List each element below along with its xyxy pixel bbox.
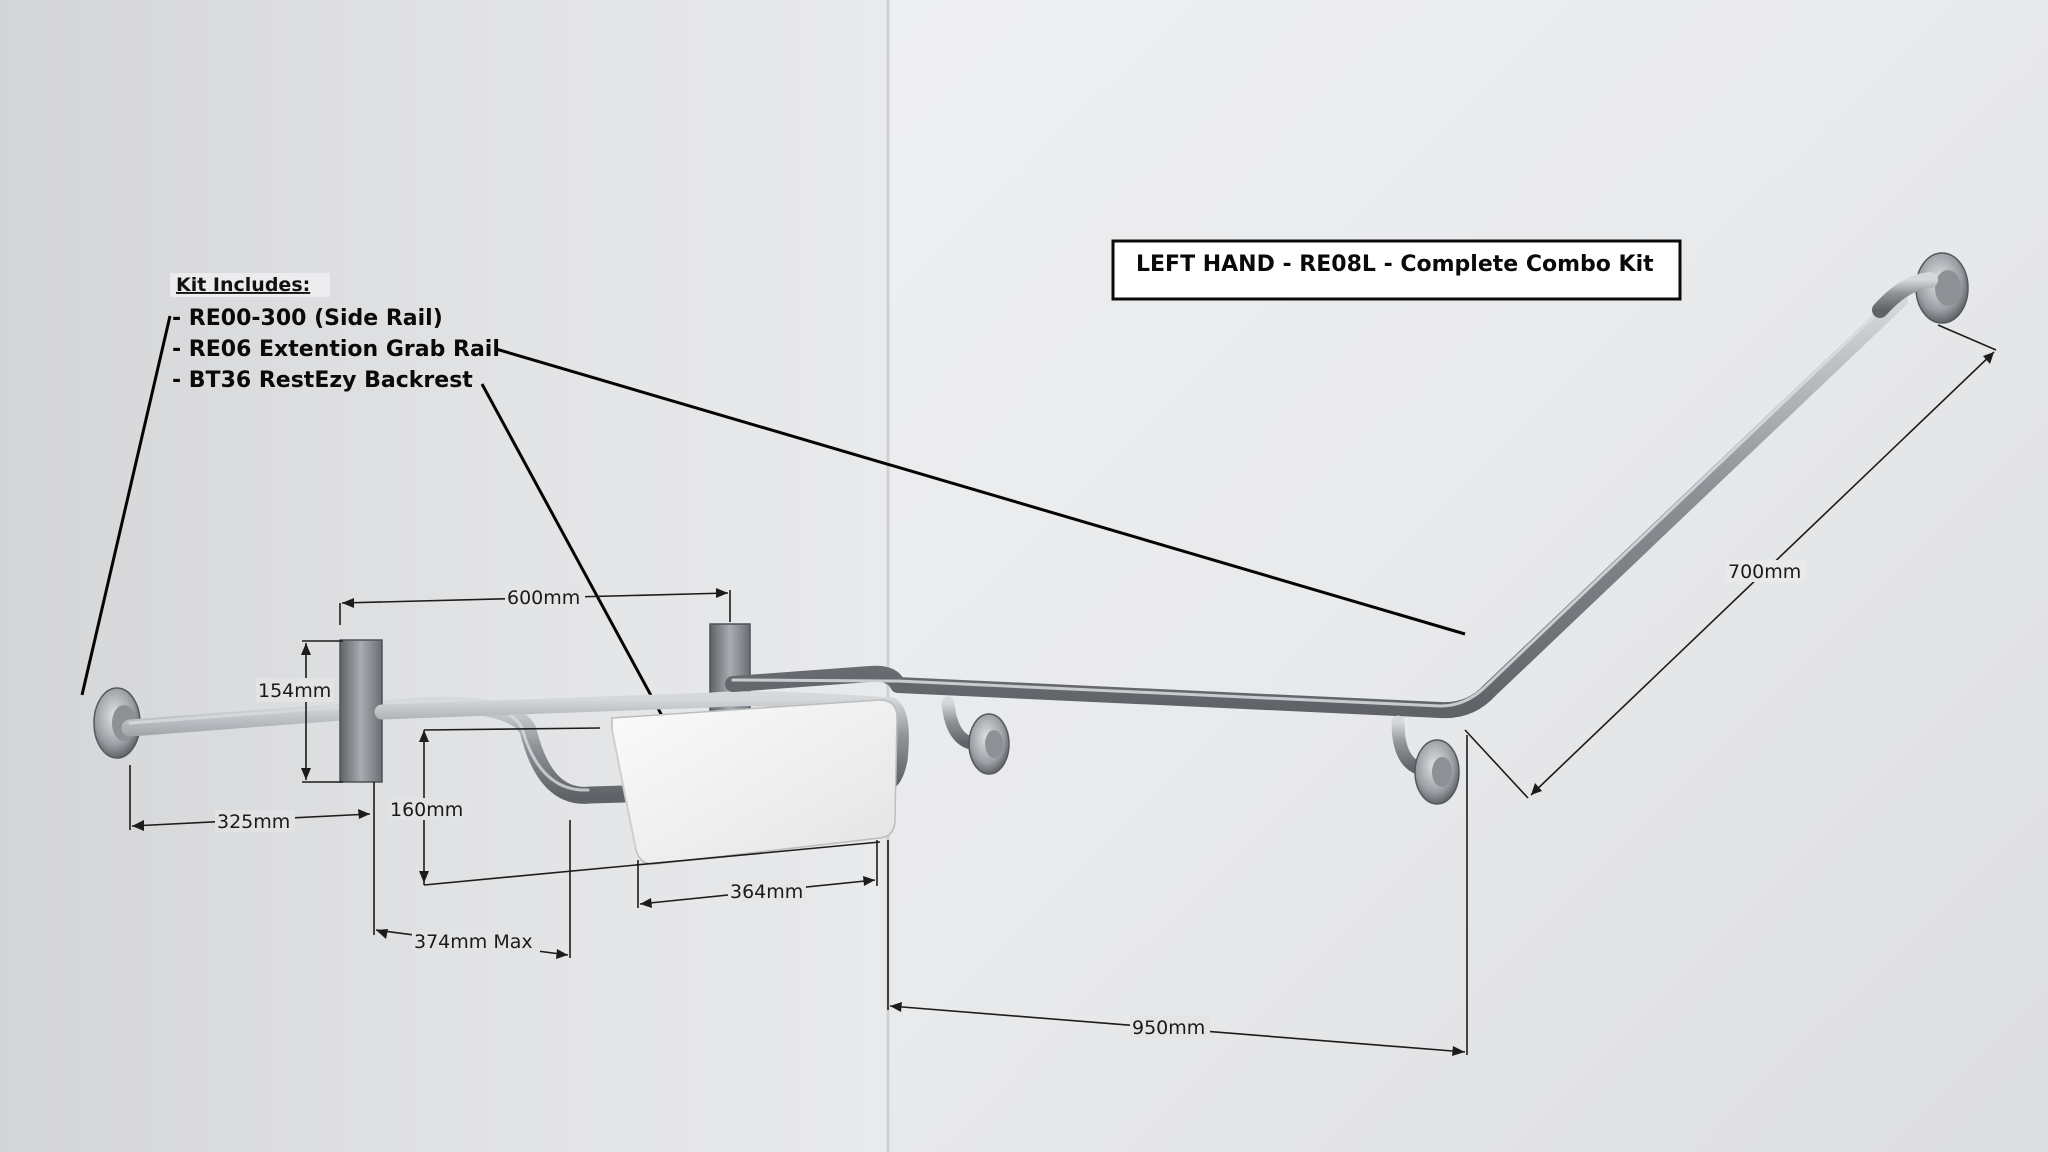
leader-grab-rail xyxy=(495,347,1466,636)
dim-374-label: 374mm Max xyxy=(414,931,533,953)
dimension-160: 160mm xyxy=(388,727,881,886)
left-wall xyxy=(0,0,890,1152)
backrest-pad xyxy=(611,699,898,865)
dim-160-label: 160mm xyxy=(390,799,463,821)
dim-154-label: 154mm xyxy=(258,680,331,702)
title: LEFT HAND - RE08L - Complete Combo Kit xyxy=(1136,252,1654,277)
kit-item-grab-rail: - RE06 Extention Grab Rail xyxy=(172,337,500,362)
dimension-950: 950mm xyxy=(887,735,1468,1056)
kit-list: Kit Includes: - RE00-300 (Side Rail) - R… xyxy=(170,273,500,393)
dim-364-label: 364mm xyxy=(730,881,803,903)
dim-325-label: 325mm xyxy=(217,811,290,833)
kit-item-backrest: - BT36 RestEzy Backrest xyxy=(172,368,473,393)
dim-700-label: 700mm xyxy=(1728,561,1801,583)
dimension-364: 364mm xyxy=(637,840,878,908)
dimension-374: 374mm Max xyxy=(373,782,571,959)
grab-rail xyxy=(725,252,1969,805)
dim-950-label: 950mm xyxy=(1132,1017,1205,1039)
kit-heading: Kit Includes: xyxy=(176,274,310,296)
kit-item-side-rail: - RE00-300 (Side Rail) xyxy=(172,306,443,331)
title-box: LEFT HAND - RE08L - Complete Combo Kit xyxy=(1111,239,1682,301)
dimension-600: 600mm xyxy=(339,586,731,625)
right-wall xyxy=(888,0,2048,1152)
dimension-325: 325mm xyxy=(129,765,371,833)
leader-side-rail xyxy=(80,315,172,696)
dimension-700: 700mm xyxy=(1464,324,1997,799)
dim-600-label: 600mm xyxy=(507,587,580,609)
dimension-154: 154mm xyxy=(256,640,343,783)
